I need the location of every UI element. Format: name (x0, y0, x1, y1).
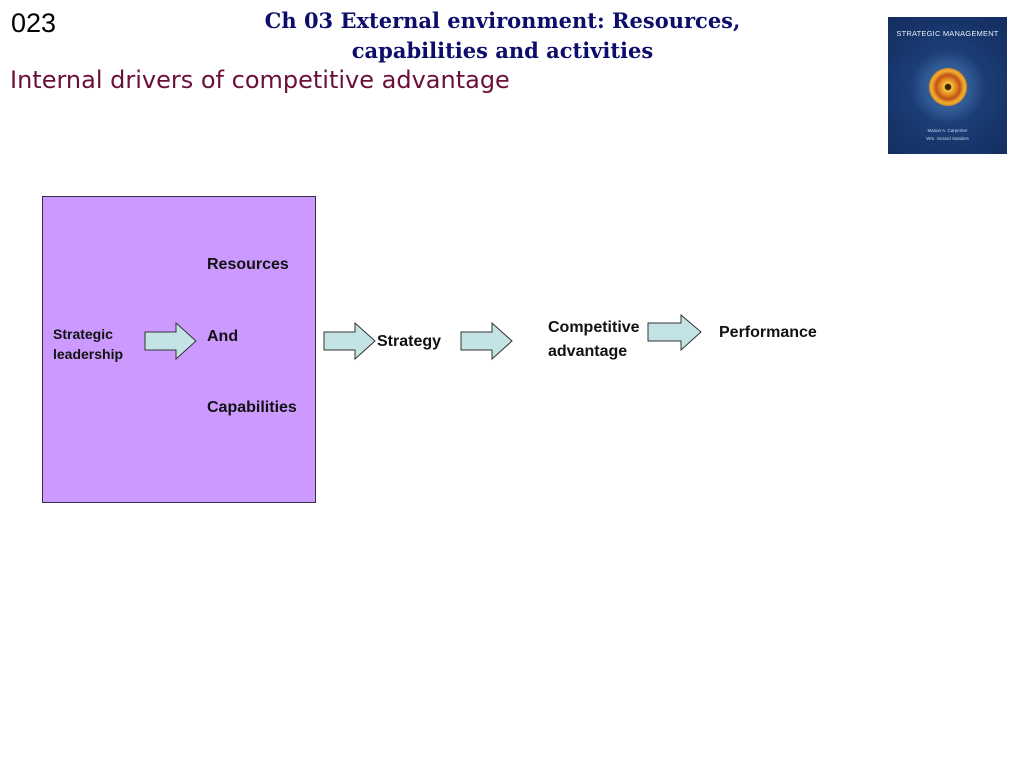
book-cover-flower-icon (929, 68, 967, 106)
slide-number: 023 (11, 8, 57, 38)
book-cover-authors: Mason A. Carpenter Wm. Gerard Sanders (888, 127, 1007, 143)
book-cover-author: Mason A. Carpenter (927, 128, 968, 133)
book-cover-author: Wm. Gerard Sanders (926, 136, 969, 141)
node-resources: Resources (207, 256, 289, 273)
arrow-strategy-to-competitive-advantage (460, 321, 513, 361)
node-and: And (207, 328, 239, 345)
arrow-leadership-to-resources (144, 321, 197, 361)
arrow-competitive-advantage-to-performance (647, 313, 702, 352)
slide-subtitle: Internal drivers of competitive advantag… (10, 66, 510, 94)
node-capabilities: Capabilities (207, 399, 297, 416)
node-performance: Performance (719, 324, 817, 341)
book-cover-title: STRATEGIC MANAGEMENT (896, 29, 999, 38)
chapter-title: Ch 03 External environment: Resources, c… (264, 8, 741, 63)
book-cover-image: STRATEGIC MANAGEMENT Mason A. Carpenter … (888, 17, 1007, 154)
arrow-resources-to-strategy (323, 321, 376, 361)
node-strategy: Strategy (377, 333, 442, 350)
